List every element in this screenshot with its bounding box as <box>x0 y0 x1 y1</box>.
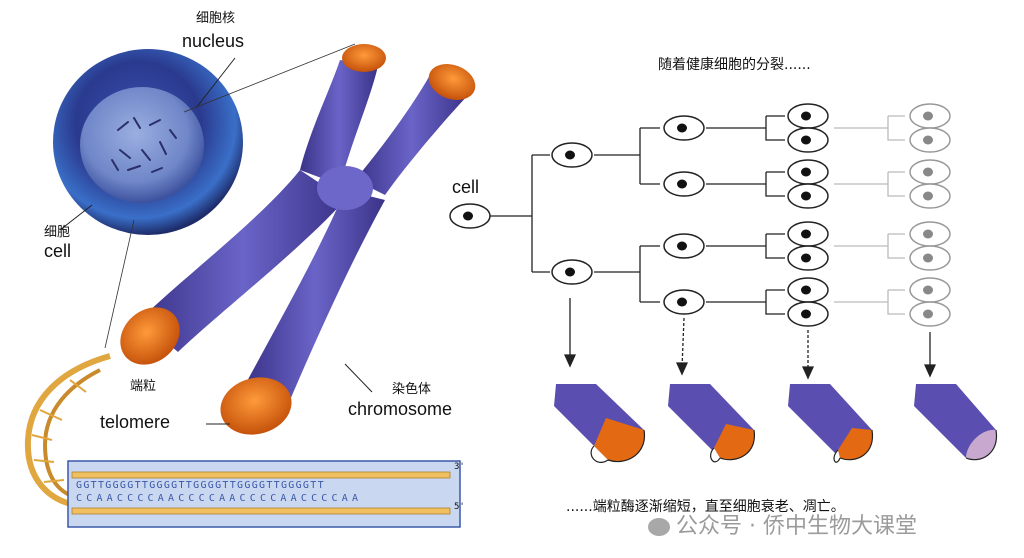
cell-icon <box>787 277 829 303</box>
watermark: 公众号 · 侨中生物大课堂 <box>648 516 917 538</box>
division-cell-label: cell <box>452 177 480 197</box>
cell-label-zh: 细胞 <box>44 225 71 240</box>
cell-icons <box>449 103 951 327</box>
telomere-cap <box>428 64 476 100</box>
cell-icon <box>909 277 951 303</box>
nucleus-chromatin <box>111 117 177 173</box>
telomere-label-zh: 端粒 <box>130 379 157 394</box>
wechat-icon <box>648 518 670 536</box>
cell-icon <box>909 245 951 271</box>
chromosome-label-zh: 染色体 <box>392 382 432 397</box>
cell-icon <box>449 203 491 229</box>
telomere-cap <box>120 307 180 365</box>
telomere-shortening <box>554 384 998 463</box>
cell-icon <box>663 171 705 197</box>
division-title: 随着健康细胞的分裂...... <box>658 57 811 73</box>
cell-icon <box>909 103 951 129</box>
division-tree <box>490 115 937 380</box>
telomere-cap <box>342 44 386 72</box>
cell-icon <box>663 233 705 259</box>
cell-icon <box>909 159 951 185</box>
nucleus-label-zh: 细胞核 <box>196 11 236 26</box>
cell-icon <box>787 245 829 271</box>
cell-label-en: cell <box>44 241 72 261</box>
cell-icon <box>787 103 829 129</box>
cell-icon <box>663 115 705 141</box>
cell-icon <box>909 301 951 327</box>
telomere-cap <box>220 377 292 435</box>
dna-3prime-label: 3' <box>454 462 465 472</box>
dna-bottom-strand: CCAACCCCAACCCCAACCCCAACCCCAA <box>76 493 363 504</box>
cell-icon <box>551 142 593 168</box>
cell-icon <box>909 183 951 209</box>
dna-illustration <box>24 353 461 528</box>
cell-illustration <box>53 43 356 349</box>
chromosome-pointer <box>344 363 373 393</box>
cell-icon <box>787 221 829 247</box>
zoom-line-bottom <box>104 219 135 349</box>
watermark-text: 公众号 · 侨中生物大课堂 <box>676 514 917 539</box>
dna-top-strand: GGTTGGGGTTGGGGTTGGGGTTGGGGTTGGGGTT <box>76 480 325 491</box>
cell-icon <box>909 127 951 153</box>
nucleus-label-en: nucleus <box>182 31 245 51</box>
nucleus-pointer <box>195 57 236 109</box>
chromosome-illustration <box>120 44 476 435</box>
telomere-label-en: telomere <box>100 412 171 432</box>
cell-pointer <box>59 204 93 231</box>
cell-icon <box>663 289 705 315</box>
division-caption: ......端粒酶逐渐缩短，直至细胞衰老、凋亡。 <box>566 499 845 515</box>
cell-icon <box>787 127 829 153</box>
cell-icon <box>909 221 951 247</box>
cell-icon <box>551 259 593 285</box>
cell-icon <box>787 159 829 185</box>
zoom-line-top <box>183 43 356 113</box>
cell-icon <box>787 183 829 209</box>
chromosome-label-en: chromosome <box>348 399 453 419</box>
cell-icon <box>787 301 829 327</box>
dna-5prime-label: 5' <box>454 502 465 512</box>
